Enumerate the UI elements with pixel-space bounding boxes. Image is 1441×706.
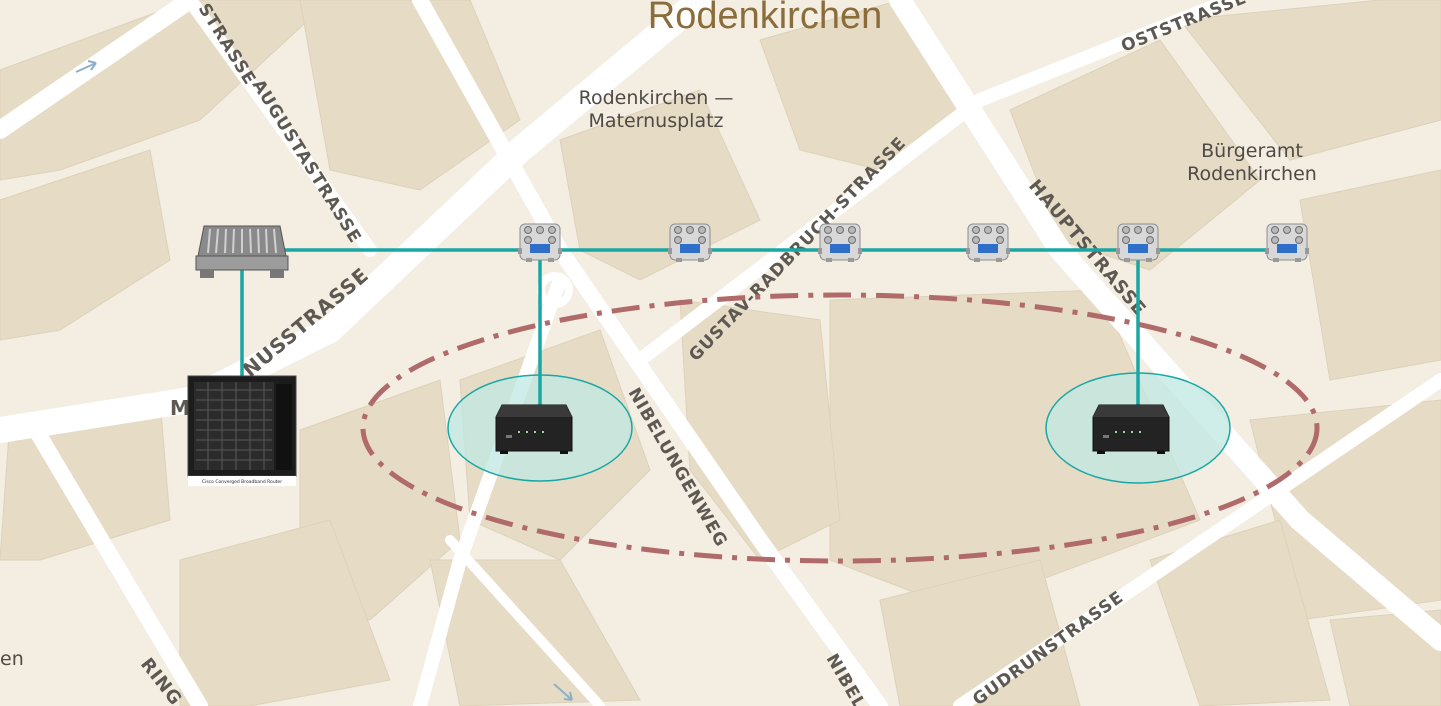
tap-icon[interactable]: [518, 223, 562, 262]
tap-icon[interactable]: [668, 223, 712, 262]
cmts-router-icon[interactable]: Cisco Converged Broadband Router: [187, 375, 297, 486]
tap-icon[interactable]: [1265, 223, 1309, 262]
router-caption: Cisco Converged Broadband Router: [202, 479, 282, 485]
edge-label: en: [0, 648, 24, 670]
stop-label-line1: Rodenkirchen —: [579, 87, 734, 109]
district-label: Rodenkirchen: [648, 0, 882, 37]
taps-group: [518, 223, 1309, 262]
street-maternus-prefix: M: [170, 396, 191, 420]
tap-icon[interactable]: [966, 223, 1010, 262]
service-area-ellipse: [360, 292, 1320, 564]
modems-group: [495, 404, 1170, 454]
oneway-arrow-icon: [75, 60, 97, 73]
tap-icon[interactable]: [818, 223, 862, 262]
stop-label-line2: Maternusplatz: [588, 110, 723, 132]
office-label-line2: Rodenkirchen: [1187, 163, 1317, 185]
oneway-arrow-icon: [553, 683, 573, 701]
optical-node-icon[interactable]: [195, 225, 289, 278]
cable-modem-icon[interactable]: [1092, 404, 1170, 454]
tap-icon[interactable]: [1116, 223, 1160, 262]
office-label-line1: Bürgeramt: [1201, 140, 1303, 162]
cable-modem-icon[interactable]: [495, 404, 573, 454]
coax-cables: [240, 248, 1290, 410]
